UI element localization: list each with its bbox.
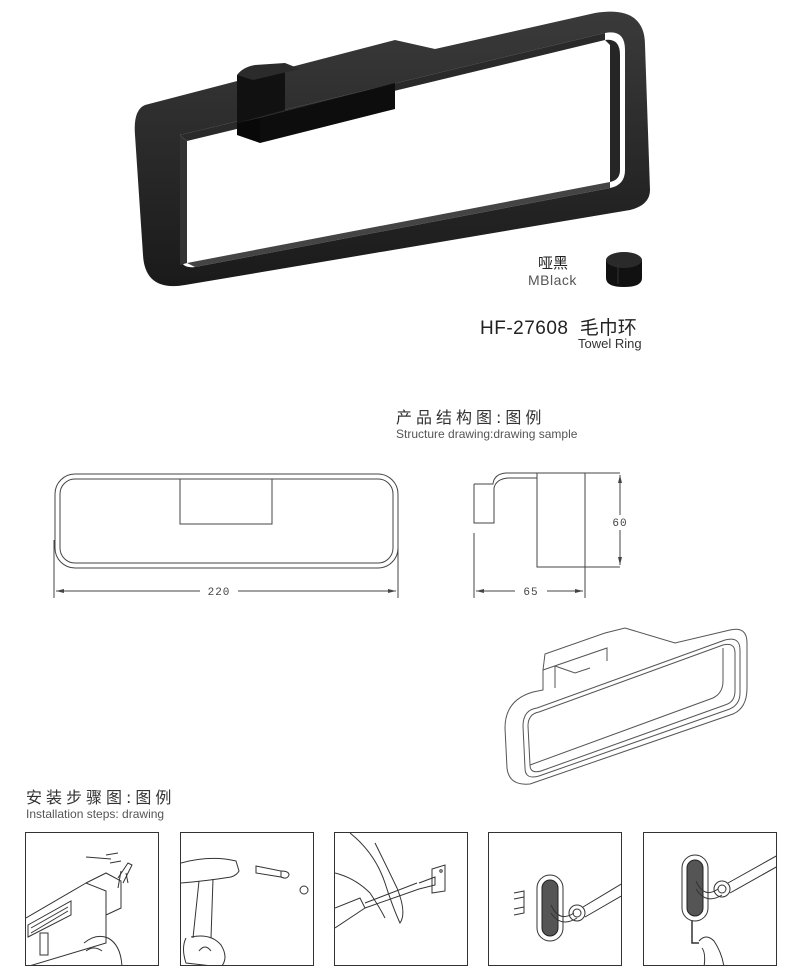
dimension-height: 60 xyxy=(612,518,627,530)
install-step-4 xyxy=(488,832,622,966)
installation-title-cn: 安装步骤图:图例 xyxy=(26,788,176,807)
model-number: HF-27608 xyxy=(480,318,569,339)
structure-title-cn: 产品结构图:图例 xyxy=(396,408,546,427)
install-step-2 xyxy=(180,832,314,966)
install-step-5 xyxy=(643,832,777,966)
side-view-drawing: 65 60 xyxy=(470,470,640,600)
product-name-cn: 毛巾环 xyxy=(579,317,637,339)
product-name-en: Towel Ring xyxy=(578,336,642,351)
mount-fixture-icon xyxy=(513,874,621,942)
finish-label-en: MBlack xyxy=(528,272,577,288)
product-title: HF-27608 毛巾环 xyxy=(480,313,637,340)
drill-wall-icon xyxy=(26,852,133,965)
install-step-1 xyxy=(25,832,159,966)
dimension-width: 220 xyxy=(208,587,231,599)
installation-title-en: Installation steps: drawing xyxy=(26,807,165,821)
dimension-depth: 65 xyxy=(523,587,538,599)
hammer-anchor-icon xyxy=(181,857,309,965)
install-step-3 xyxy=(334,832,468,966)
hex-key-tighten-icon xyxy=(681,854,776,965)
product-photo xyxy=(125,5,665,290)
isometric-drawing xyxy=(495,618,755,788)
screwdriver-bracket-icon xyxy=(335,833,446,929)
finish-label-cn: 哑黑 xyxy=(538,254,569,272)
front-view-drawing: 220 xyxy=(50,470,402,600)
finish-swatch xyxy=(604,250,644,288)
structure-title-en: Structure drawing:drawing sample xyxy=(396,427,578,441)
